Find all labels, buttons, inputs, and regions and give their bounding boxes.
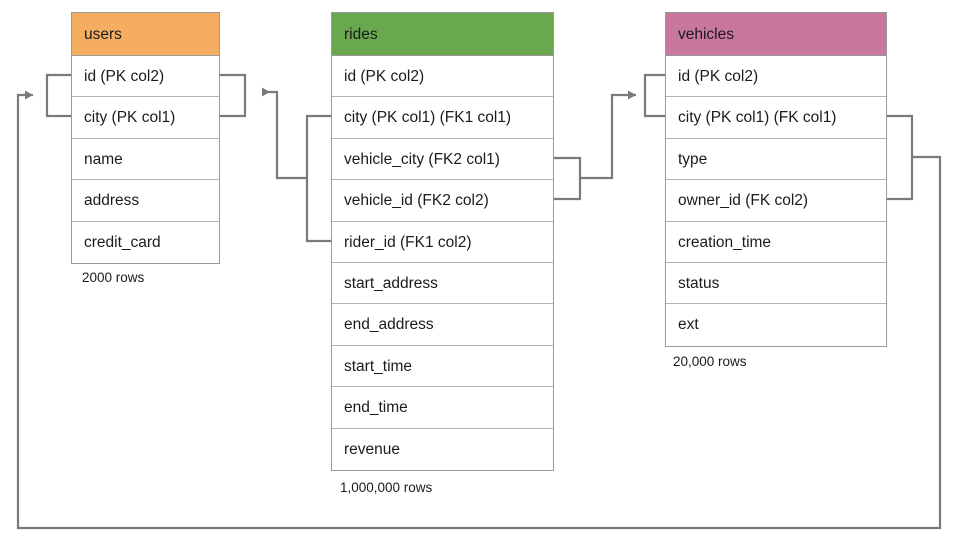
table-vehicles-column-city[interactable]: city (PK col1) (FK col1) (666, 97, 886, 139)
table-users-header: users (72, 13, 219, 56)
table-users-column-name[interactable]: name (72, 138, 219, 181)
table-rides[interactable]: rides id (PK col2) city (PK col1) (FK1 c… (331, 12, 554, 471)
table-vehicles-column-ext[interactable]: ext (666, 304, 886, 346)
table-rides-row-count: 1,000,000 rows (340, 480, 433, 495)
table-users[interactable]: users id (PK col2) city (PK col1) name a… (71, 12, 220, 264)
table-vehicles-row-count: 20,000 rows (673, 354, 747, 369)
table-users-column-id[interactable]: id (PK col2) (72, 56, 219, 98)
edge-rides-fk1-to-users (220, 73, 331, 243)
table-rides-column-end-time[interactable]: end_time (332, 387, 553, 429)
edge-rides-fk2-to-vehicles (554, 73, 665, 201)
table-vehicles-column-owner-id[interactable]: owner_id (FK col2) (666, 180, 886, 222)
table-vehicles-header: vehicles (666, 13, 886, 56)
table-users-column-credit-card[interactable]: credit_card (72, 221, 219, 263)
table-vehicles-column-status[interactable]: status (666, 262, 886, 305)
table-rides-column-start-time[interactable]: start_time (332, 345, 553, 388)
table-rides-column-id[interactable]: id (PK col2) (332, 56, 553, 98)
table-vehicles-column-id[interactable]: id (PK col2) (666, 56, 886, 98)
table-rides-header: rides (332, 13, 553, 56)
table-rides-column-end-address[interactable]: end_address (332, 304, 553, 346)
table-rides-column-start-address[interactable]: start_address (332, 262, 553, 305)
table-rides-column-vehicle-city[interactable]: vehicle_city (FK2 col1) (332, 138, 553, 181)
table-rides-column-revenue[interactable]: revenue (332, 428, 553, 470)
table-rides-column-vehicle-id[interactable]: vehicle_id (FK2 col2) (332, 180, 553, 222)
table-users-row-count: 2000 rows (82, 270, 145, 285)
table-vehicles-column-type[interactable]: type (666, 138, 886, 181)
table-vehicles-column-creation-time[interactable]: creation_time (666, 221, 886, 263)
table-users-column-city[interactable]: city (PK col1) (72, 97, 219, 139)
table-rides-column-rider-id[interactable]: rider_id (FK1 col2) (332, 221, 553, 263)
table-rides-column-city[interactable]: city (PK col1) (FK1 col1) (332, 97, 553, 139)
table-vehicles[interactable]: vehicles id (PK col2) city (PK col1) (FK… (665, 12, 887, 347)
table-users-column-address[interactable]: address (72, 180, 219, 222)
